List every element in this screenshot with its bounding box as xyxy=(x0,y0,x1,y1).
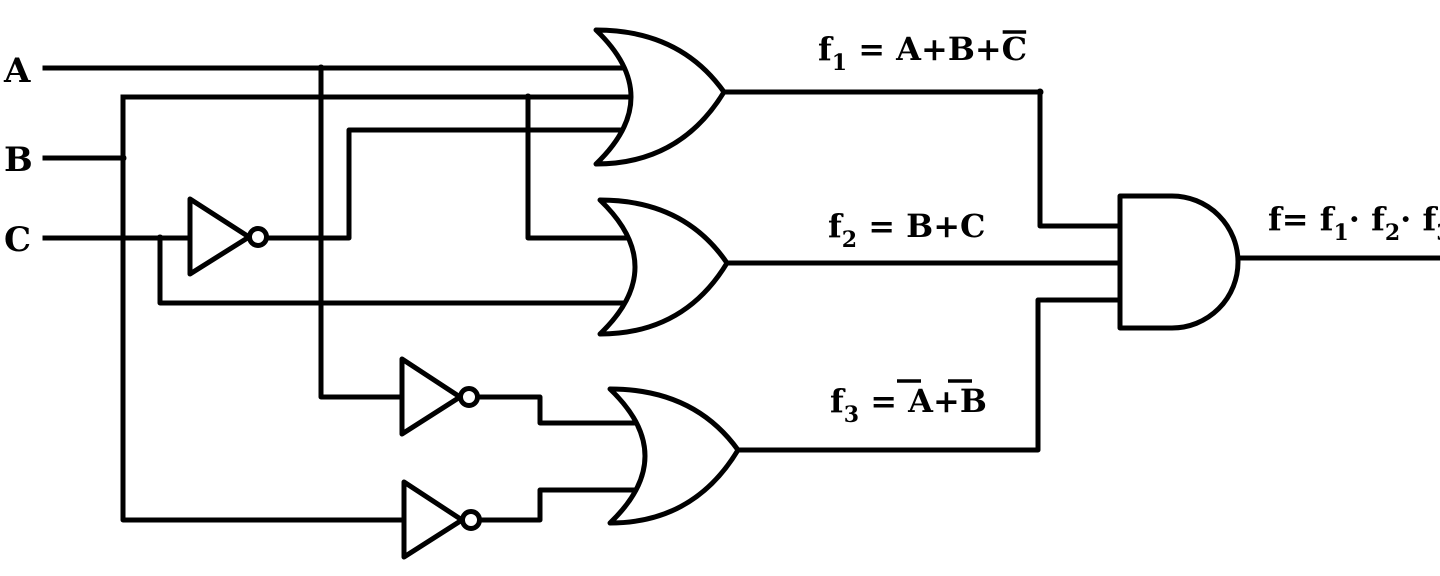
f1-name: f xyxy=(818,30,834,68)
wire-b-to-or2 xyxy=(525,94,633,241)
wire-not-b-to-or3 xyxy=(477,487,637,523)
wire-f1-to-and xyxy=(721,89,1123,229)
output-sub-2: 2 xyxy=(1385,220,1400,246)
f3-name: f xyxy=(830,382,846,420)
wire-not-c-to-or1 xyxy=(265,127,631,241)
output-prefix: f= f xyxy=(1268,200,1336,238)
not-gate-b xyxy=(401,479,482,560)
input-a-label: A xyxy=(3,51,31,91)
f2-label: f2 = B+C xyxy=(828,207,986,253)
wire-a-down-to-not-a xyxy=(318,65,405,400)
output-dot-2: · f xyxy=(1400,200,1438,238)
junction-a xyxy=(317,64,325,72)
junction-c xyxy=(156,234,164,242)
f3-b-bar: B xyxy=(960,382,987,420)
output-label: f= f1· f2· f3 xyxy=(1268,200,1440,246)
f1-subscript: 1 xyxy=(832,50,847,76)
f3-subscript: 3 xyxy=(844,402,859,428)
junction-b xyxy=(119,154,127,162)
f2-expression: = B+C xyxy=(857,207,985,245)
input-b-label: B xyxy=(4,140,33,180)
junction-b-or2 xyxy=(524,93,532,101)
wires xyxy=(42,65,1440,523)
f1-label: f1 = A+B+C xyxy=(818,30,1027,76)
wire-f3-to-and xyxy=(735,297,1123,453)
f2-name: f xyxy=(828,207,844,245)
f1-expression: = A+B+ xyxy=(847,30,1002,68)
f3-plus: + xyxy=(933,382,960,420)
wire-c-to-or2 xyxy=(157,235,633,306)
not-gate-c xyxy=(187,196,269,277)
svg-text:f3 = A+B: f3 = A+B xyxy=(830,382,987,428)
f3-expression: = xyxy=(859,382,908,420)
output-dot-1: · f xyxy=(1349,200,1387,238)
wire-not-a-to-or3 xyxy=(475,394,637,426)
input-c-label: C xyxy=(4,220,31,260)
and-gate xyxy=(1117,193,1241,331)
f1-c-bar: C xyxy=(1002,30,1027,68)
f3-label: f3 = A+B xyxy=(830,379,987,428)
junctions xyxy=(119,64,1044,242)
f3-a-bar: A xyxy=(907,382,934,420)
output-sub-1: 1 xyxy=(1333,220,1348,246)
svg-text:f1 = A+B+C: f1 = A+B+C xyxy=(818,30,1027,76)
or-gate-3 xyxy=(607,386,741,526)
output-sub-3: 3 xyxy=(1436,220,1440,246)
or-gate-1 xyxy=(593,27,727,167)
junction-f1 xyxy=(1036,88,1044,96)
wire-b-bus xyxy=(120,94,407,523)
f2-subscript: 2 xyxy=(842,227,857,253)
or-gate-2 xyxy=(597,197,730,337)
not-gate-a xyxy=(399,356,480,437)
